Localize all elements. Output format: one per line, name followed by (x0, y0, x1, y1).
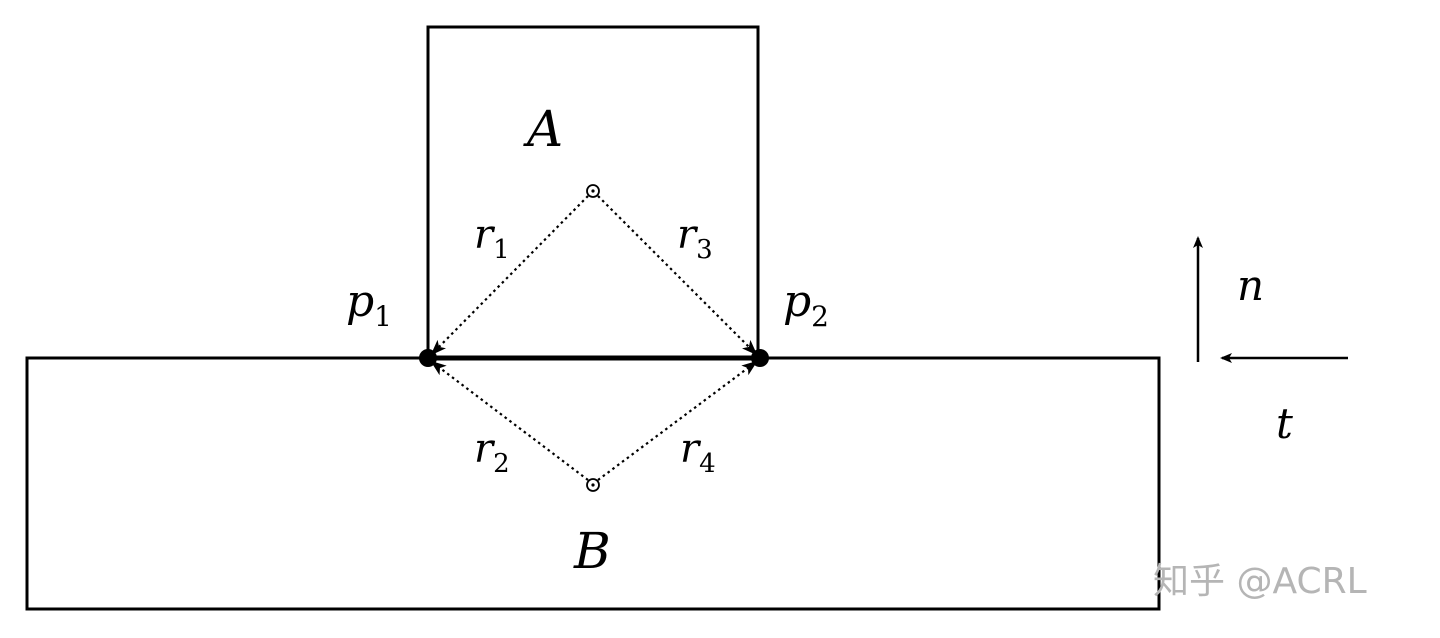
vector-r2 (430, 360, 589, 481)
contact-point-p1 (419, 349, 437, 367)
label-r3: r3 (677, 212, 713, 265)
vector-r4 (597, 360, 758, 481)
label-r4: r4 (680, 426, 716, 479)
vector-r1 (430, 195, 589, 356)
contact-point-p2 (751, 349, 769, 367)
label-r1: r1 (474, 212, 510, 265)
label-block-b: B (573, 522, 611, 580)
center-b-marker (586, 478, 600, 492)
center-a-marker (586, 184, 600, 198)
label-r2: r2 (474, 426, 510, 479)
label-p2: p2 (783, 276, 829, 333)
watermark-text: 知乎 @ACRL (1153, 561, 1367, 602)
label-normal-n: n (1237, 261, 1264, 310)
vector-r3 (597, 195, 758, 356)
label-tangent-t: t (1276, 399, 1293, 448)
label-block-a: A (523, 100, 563, 158)
label-p1: p1 (346, 276, 392, 333)
